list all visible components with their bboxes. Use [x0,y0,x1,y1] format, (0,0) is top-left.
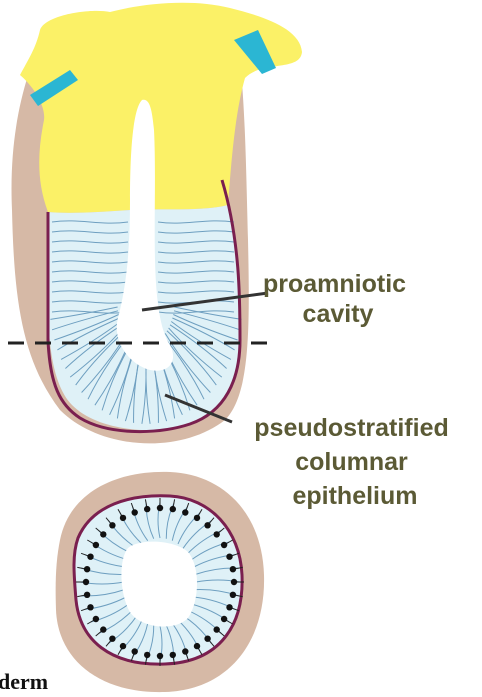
cell-nucleus-dot [120,515,126,521]
cell-nucleus-dot [204,636,210,642]
cell-nucleus-dot [109,522,115,528]
cell-nucleus-dot [214,531,220,537]
epithelium-label: pseudostratified columnar epithelium [254,414,455,510]
cell-nucleus-dot [182,509,188,515]
cell-nucleus-dot [144,506,150,512]
cell-nucleus-dot [230,592,236,598]
cell-nucleus-dot [221,542,227,548]
transverse-section [56,472,264,692]
cell-nucleus-dot [157,505,163,511]
cell-nucleus-dot [182,648,188,654]
cell-nucleus-dot [231,579,237,585]
cavity-label: proamniotic cavity [263,270,413,328]
cavity-label-line-2: cavity [303,300,374,328]
cell-nucleus-dot [170,652,176,658]
cell-nucleus-dot [83,579,89,585]
cell-nucleus-dot [84,566,90,572]
cell-nucleus-dot [93,542,99,548]
corner-fragment-label: derm [0,669,48,694]
longitudinal-section [8,3,302,444]
cell-nucleus-dot [221,616,227,622]
cell-nucleus-dot [214,626,220,632]
cell-nucleus-dot [120,643,126,649]
cell-nucleus-dot [84,592,90,598]
cell-nucleus-dot [204,522,210,528]
epithelium-label-line-3: epithelium [292,482,417,510]
cell-nucleus-dot [132,648,138,654]
cell-nucleus-dot [157,653,163,659]
transverse-cavity [121,542,197,627]
cell-nucleus-dot [87,554,93,560]
cell-nucleus-dot [109,636,115,642]
epithelium-label-line-2: columnar [295,448,408,476]
cell-nucleus-dot [194,515,200,521]
cell-nucleus-dot [100,531,106,537]
cell-nucleus-dot [170,506,176,512]
cell-nucleus-dot [144,652,150,658]
cavity-label-line-1: proamniotic [263,270,406,298]
cell-nucleus-dot [132,509,138,515]
cell-nucleus-dot [100,626,106,632]
cell-nucleus-dot [93,616,99,622]
epithelium-label-line-1: pseudostratified [254,414,448,442]
cell-nucleus-dot [226,604,232,610]
cell-nucleus-dot [194,643,200,649]
cell-nucleus-dot [87,604,93,610]
cell-nucleus-dot [230,566,236,572]
cell-nucleus-dot [226,554,232,560]
